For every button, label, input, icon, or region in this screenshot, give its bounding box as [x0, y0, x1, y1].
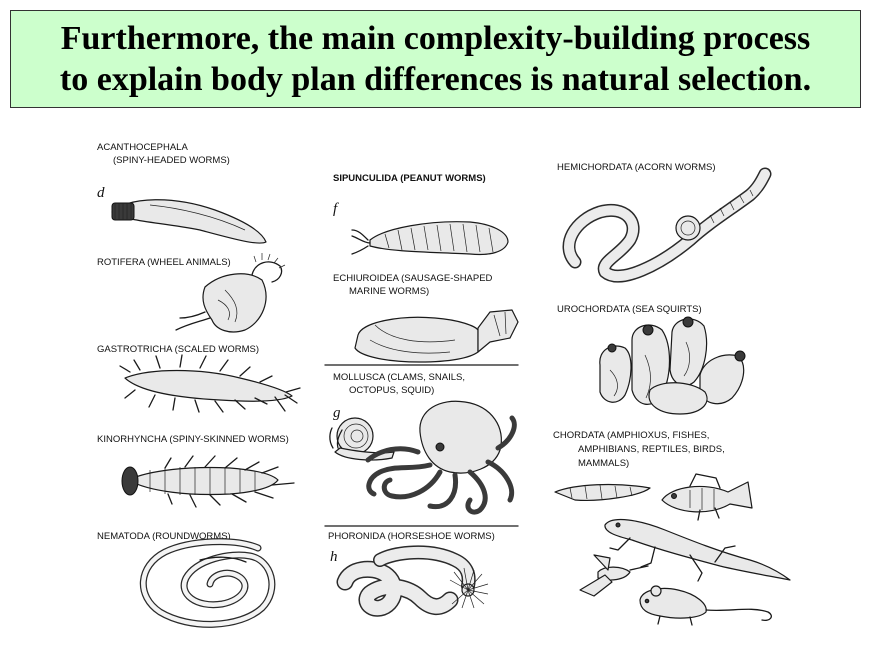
label-mollusca-2: OCTOPUS, SQUID): [349, 385, 434, 396]
label-echiuroidea-1: ECHIUROIDEA (SAUSAGE-SHAPED: [333, 273, 493, 284]
horseshoe-worm-drawing: [336, 545, 489, 617]
spiny-headed-worm-drawing: [111, 199, 267, 244]
octopus-drawing: [365, 400, 517, 515]
title-line-1: Furthermore, the main complexity-buildin…: [60, 20, 811, 57]
hummingbird-drawing: [579, 554, 649, 597]
label-mollusca-1: MOLLUSCA (CLAMS, SNAILS,: [333, 372, 465, 383]
label-nematoda: NEMATODA (ROUNDWORMS): [97, 531, 231, 542]
label-rotifera: ROTIFERA (WHEEL ANIMALS): [97, 257, 231, 268]
lizard-drawing: [604, 519, 791, 582]
label-acanthocephala-common: (SPINY-HEADED WORMS): [113, 155, 230, 166]
label-phoronida: PHORONIDA (HORSESHOE WORMS): [328, 531, 495, 542]
label-sipunculida: SIPUNCULIDA (PEANUT WORMS): [333, 173, 486, 184]
fish-drawing: [661, 473, 753, 521]
letter-f: f: [333, 201, 339, 217]
mouse-drawing: [639, 585, 772, 626]
title-banner: Furthermore, the main complexity-buildin…: [10, 10, 861, 108]
sea-squirts-drawing: [599, 316, 746, 415]
peanut-worm-drawing: [351, 221, 509, 256]
roundworm-drawing: [139, 538, 276, 628]
label-urochordata: UROCHORDATA (SEA SQUIRTS): [557, 304, 702, 315]
gastrotrich-drawing: [119, 354, 301, 413]
label-chordata-2: AMPHIBIANS, REPTILES, BIRDS,: [578, 444, 725, 455]
snail-drawing: [329, 417, 395, 461]
acorn-worm-drawing: [562, 167, 772, 283]
rotifer-drawing: [175, 253, 286, 333]
sausage-worm-drawing: [354, 309, 519, 363]
label-echiuroidea-2: MARINE WORMS): [349, 286, 429, 297]
label-gastrotricha: GASTROTRICHA (SCALED WORMS): [97, 344, 259, 355]
amphioxus-drawing: [554, 483, 651, 501]
letter-d: d: [97, 185, 105, 201]
label-acanthocephala: ACANTHOCEPHALA: [97, 142, 188, 153]
kinorhynch-drawing: [121, 455, 295, 508]
label-chordata-1: CHORDATA (AMPHIOXUS, FISHES,: [553, 430, 709, 441]
label-chordata-3: MAMMALS): [578, 458, 629, 469]
label-kinorhyncha: KINORHYNCHA (SPINY-SKINNED WORMS): [97, 434, 289, 445]
letter-h: h: [330, 549, 338, 565]
title-line-2: to explain body plan differences is natu…: [59, 61, 812, 98]
label-hemichordata: HEMICHORDATA (ACORN WORMS): [557, 162, 716, 173]
letter-g: g: [333, 405, 341, 421]
